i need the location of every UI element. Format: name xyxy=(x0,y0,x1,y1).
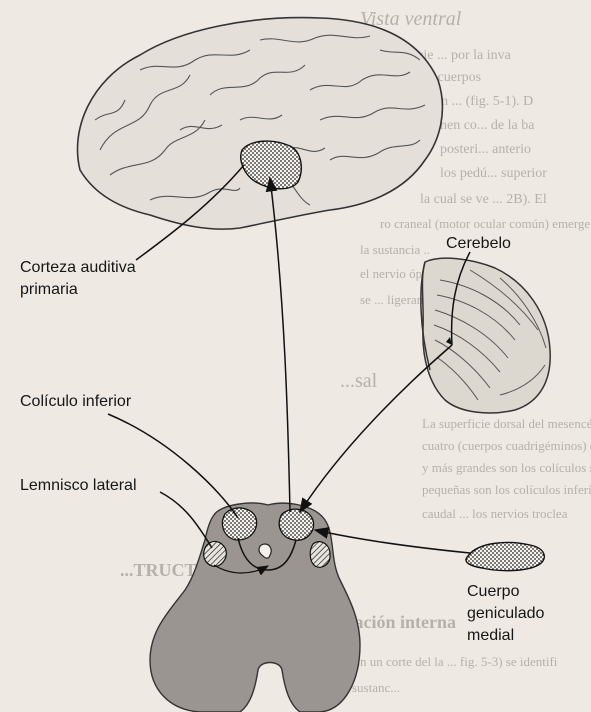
bg-line: ro craneal (motor ocular común) emerge d… xyxy=(380,216,591,231)
bg-line: y más grandes son los colículos superior… xyxy=(422,460,591,475)
bg-line: la cual se ve ... 2B). El xyxy=(420,192,547,207)
lateral-lemniscus-left xyxy=(203,540,227,567)
label-coliculo-inferior: Colículo inferior xyxy=(20,393,132,410)
bg-line: nen co... de la ba xyxy=(440,118,535,133)
bg-line: cuatro (cuerpos cuadrigéminos) (véase fi… xyxy=(422,438,591,453)
medial-geniculate-body xyxy=(465,541,546,572)
label-cuerpo-line3: medial xyxy=(467,627,515,644)
bg-line: caudal ... los nervios troclea xyxy=(422,506,568,521)
midbrain-section xyxy=(149,502,361,712)
cerebral-aqueduct xyxy=(258,543,272,559)
bg-line: posteri... anterio xyxy=(440,142,531,157)
bg-line: el nervio óptico pasa abajo en ... el xyxy=(360,266,430,281)
bg-line: la sustancia ... lado de los pedúnc xyxy=(360,242,430,257)
label-lemnisco-lateral: Lemnisco lateral xyxy=(20,477,137,494)
cerebellum-drawing xyxy=(420,257,551,414)
label-corteza-auditiva-line1: Corteza auditiva xyxy=(20,259,136,276)
lateral-lemniscus-right xyxy=(309,541,331,568)
auditory-cortex-region xyxy=(240,140,302,190)
bg-line: La superficie dorsal del mesencéfalo se … xyxy=(422,416,591,431)
cerebellum-pointer-line xyxy=(299,344,453,514)
label-cuerpo-line1: Cuerpo xyxy=(467,583,520,600)
inferior-colliculus-left xyxy=(221,507,258,541)
bg-heading-vista-ventral: Vista ventral xyxy=(360,8,462,30)
bg-line: sustanc... xyxy=(352,680,401,695)
bg-line: se ... ligeramente dentro de la sustanci… xyxy=(360,292,430,307)
cerebrum-drawing xyxy=(76,16,444,230)
cortex-pointer-line xyxy=(135,164,245,261)
pathway-arrows xyxy=(107,164,471,554)
ascending-pathway-arrow xyxy=(265,176,291,513)
bg-line: pequeñas son los colículos inferiores...… xyxy=(422,482,591,497)
inferior-colliculus-right xyxy=(278,508,315,541)
bg-line: En un corte del la ... fig. 5-3) se iden… xyxy=(352,654,558,669)
geniculate-pathway-arrow xyxy=(313,527,471,554)
bg-line: los pedú... superior xyxy=(440,166,547,181)
label-cerebelo: Cerebelo xyxy=(446,235,511,252)
label-corteza-auditiva-line2: primaria xyxy=(20,281,78,298)
coliculo-pointer-line xyxy=(107,413,239,519)
cerebelo-pointer-line xyxy=(450,251,471,346)
bg-heading-dorsal: ...sal xyxy=(340,370,378,392)
label-cuerpo-line2: geniculado xyxy=(467,605,545,622)
lemnisco-pointer-line xyxy=(159,491,213,549)
